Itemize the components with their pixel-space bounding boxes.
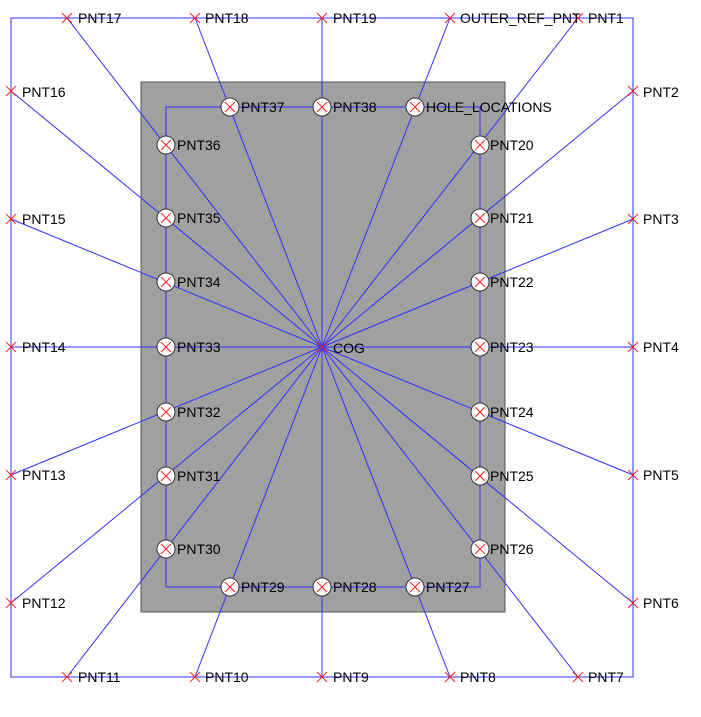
- hole-marker-hole-locations: [409, 101, 421, 113]
- label-pnt13: PNT13: [22, 467, 66, 483]
- outer-marker-pnt12: [5, 597, 17, 609]
- spoke-line-pnt7: [321, 346, 579, 678]
- hole-marker-pnt31: [160, 470, 172, 482]
- outer-marker-pnt14: [5, 341, 17, 353]
- label-pnt17: PNT17: [78, 10, 122, 26]
- hole-marker-pnt29: [224, 581, 236, 593]
- label-pnt32: PNT32: [177, 404, 221, 420]
- label-pnt15: PNT15: [22, 211, 66, 227]
- spoke-line-pnt8: [321, 346, 451, 678]
- point-labels: PNT17 PNT18 PNT19 OUTER_REF_PNT PNT1 PNT…: [22, 10, 679, 685]
- hole-marker-pnt34: [160, 276, 172, 288]
- label-pnt28: PNT28: [333, 579, 377, 595]
- label-pnt34: PNT34: [177, 274, 221, 290]
- hole-marker-pnt24: [474, 406, 486, 418]
- label-pnt18: PNT18: [205, 10, 249, 26]
- hole-marker-pnt33: [160, 341, 172, 353]
- spoke-line-pnt18: [194, 17, 323, 348]
- hole-marker-pnt22: [474, 276, 486, 288]
- label-pnt10: PNT10: [205, 669, 249, 685]
- outer-marker-pnt8: [444, 671, 456, 683]
- label-pnt19: PNT19: [333, 10, 377, 26]
- hole-marker-pnt37: [224, 101, 236, 113]
- outer-marker-pnt10: [189, 671, 201, 683]
- spoke-line-pnt17: [66, 17, 323, 348]
- label-pnt20: PNT20: [490, 137, 534, 153]
- label-pnt27: PNT27: [426, 579, 470, 595]
- label-pnt26: PNT26: [490, 541, 534, 557]
- hole-marker-pnt32: [160, 406, 172, 418]
- label-pnt29: PNT29: [241, 579, 285, 595]
- label-pnt9: PNT9: [333, 669, 369, 685]
- hole-marker-pnt21: [474, 212, 486, 224]
- hole-marker-pnt20: [474, 139, 486, 151]
- label-pnt16: PNT16: [22, 84, 66, 100]
- label-pnt25: PNT25: [490, 468, 534, 484]
- label-pnt12: PNT12: [22, 595, 66, 611]
- label-pnt7: PNT7: [588, 669, 624, 685]
- hole-marker-pnt35: [160, 212, 172, 224]
- outer-marker-pnt5: [627, 469, 639, 481]
- outer-marker-pnt4: [627, 341, 639, 353]
- hole-marker-pnt23: [474, 341, 486, 353]
- hole-marker-pnt25: [474, 470, 486, 482]
- outer-marker-pnt7: [572, 671, 584, 683]
- hole-marker-pnt26: [474, 543, 486, 555]
- hole-marker-pnt27: [409, 581, 421, 593]
- label-pnt4: PNT4: [643, 339, 679, 355]
- label-pnt23: PNT23: [490, 339, 534, 355]
- label-pnt35: PNT35: [177, 210, 221, 226]
- outer-marker-pnt11: [61, 671, 73, 683]
- label-outer-ref-pnt: OUTER_REF_PNT: [460, 10, 581, 26]
- outer-marker-pnt17: [61, 12, 73, 24]
- outer-marker-pnt13: [5, 469, 17, 481]
- label-pnt8: PNT8: [460, 669, 496, 685]
- label-pnt38: PNT38: [333, 99, 377, 115]
- label-pnt21: PNT21: [490, 210, 534, 226]
- outer-marker-pnt1: [572, 12, 584, 24]
- outer-marker-pnt16: [5, 85, 17, 97]
- outer-marker-pnt9: [316, 671, 328, 683]
- outer-marker-pnt18: [189, 12, 201, 24]
- spoke-line-pnt10: [194, 346, 323, 678]
- outer-marker-pnt19: [316, 12, 328, 24]
- label-pnt1: PNT1: [588, 10, 624, 26]
- hole-marker-pnt36: [160, 139, 172, 151]
- outer-marker-pnt6: [627, 597, 639, 609]
- label-pnt11: PNT11: [78, 669, 121, 685]
- spoke-line-outer-ref-pnt: [321, 17, 451, 348]
- label-pnt22: PNT22: [490, 274, 534, 290]
- outer-marker-pnt2: [627, 85, 639, 97]
- outer-marker-pnt15: [5, 213, 17, 225]
- label-pnt24: PNT24: [490, 404, 534, 420]
- label-pnt37: PNT37: [241, 99, 285, 115]
- label-pnt31: PNT31: [177, 468, 221, 484]
- label-pnt33: PNT33: [177, 339, 221, 355]
- label-pnt30: PNT30: [177, 541, 221, 557]
- label-hole-locations: HOLE_LOCATIONS: [426, 99, 552, 115]
- hole-marker-pnt38: [316, 101, 328, 113]
- hole-marker-pnt30: [160, 543, 172, 555]
- label-pnt5: PNT5: [643, 467, 679, 483]
- label-pnt36: PNT36: [177, 137, 221, 153]
- outer-marker-pnt3: [627, 213, 639, 225]
- spoke-line-pnt1: [321, 17, 579, 348]
- cog-marker: [316, 341, 328, 353]
- label-pnt2: PNT2: [643, 84, 679, 100]
- spoke-line-pnt11: [66, 346, 323, 678]
- hole-marker-pnt28: [316, 581, 328, 593]
- label-cog: COG: [333, 340, 365, 356]
- label-pnt6: PNT6: [643, 595, 679, 611]
- label-pnt14: PNT14: [22, 339, 66, 355]
- outer-marker-outer-ref-pnt: [444, 12, 456, 24]
- point-markers: [5, 12, 639, 683]
- label-pnt3: PNT3: [643, 211, 679, 227]
